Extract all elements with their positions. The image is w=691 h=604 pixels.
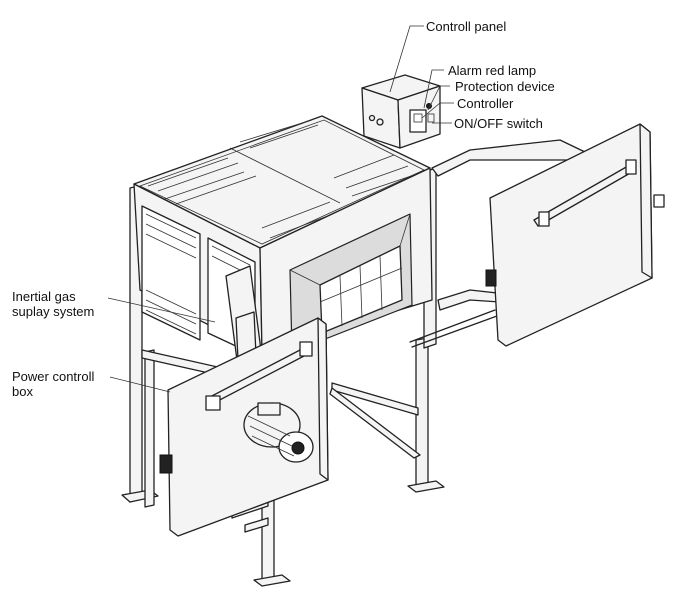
callout-lines: [107, 25, 454, 393]
label-power-box-line1: Power controll: [12, 369, 95, 384]
label-power-box-line2: box: [12, 384, 33, 399]
label-on-off-switch: ON/OFF switch: [454, 116, 543, 131]
label-controller: Controller: [457, 96, 514, 111]
label-gas-system-line2: suplay system: [12, 304, 95, 319]
front-door: [159, 265, 329, 537]
furnace-body: [133, 115, 433, 356]
label-alarm-lamp: Alarm red lamp: [448, 63, 537, 78]
label-protection-device: Protection device: [455, 79, 555, 94]
controller-display-icon: [409, 109, 427, 133]
label-control-panel: Controll panel: [426, 19, 507, 34]
label-gas-system-line1: Inertial gas: [12, 289, 76, 304]
right-door: [409, 123, 665, 348]
top-vents-left: [147, 119, 415, 239]
fan-motor-icon: [243, 402, 314, 463]
control-panel-box: [361, 74, 441, 149]
panel-knob-icon: [376, 118, 384, 126]
